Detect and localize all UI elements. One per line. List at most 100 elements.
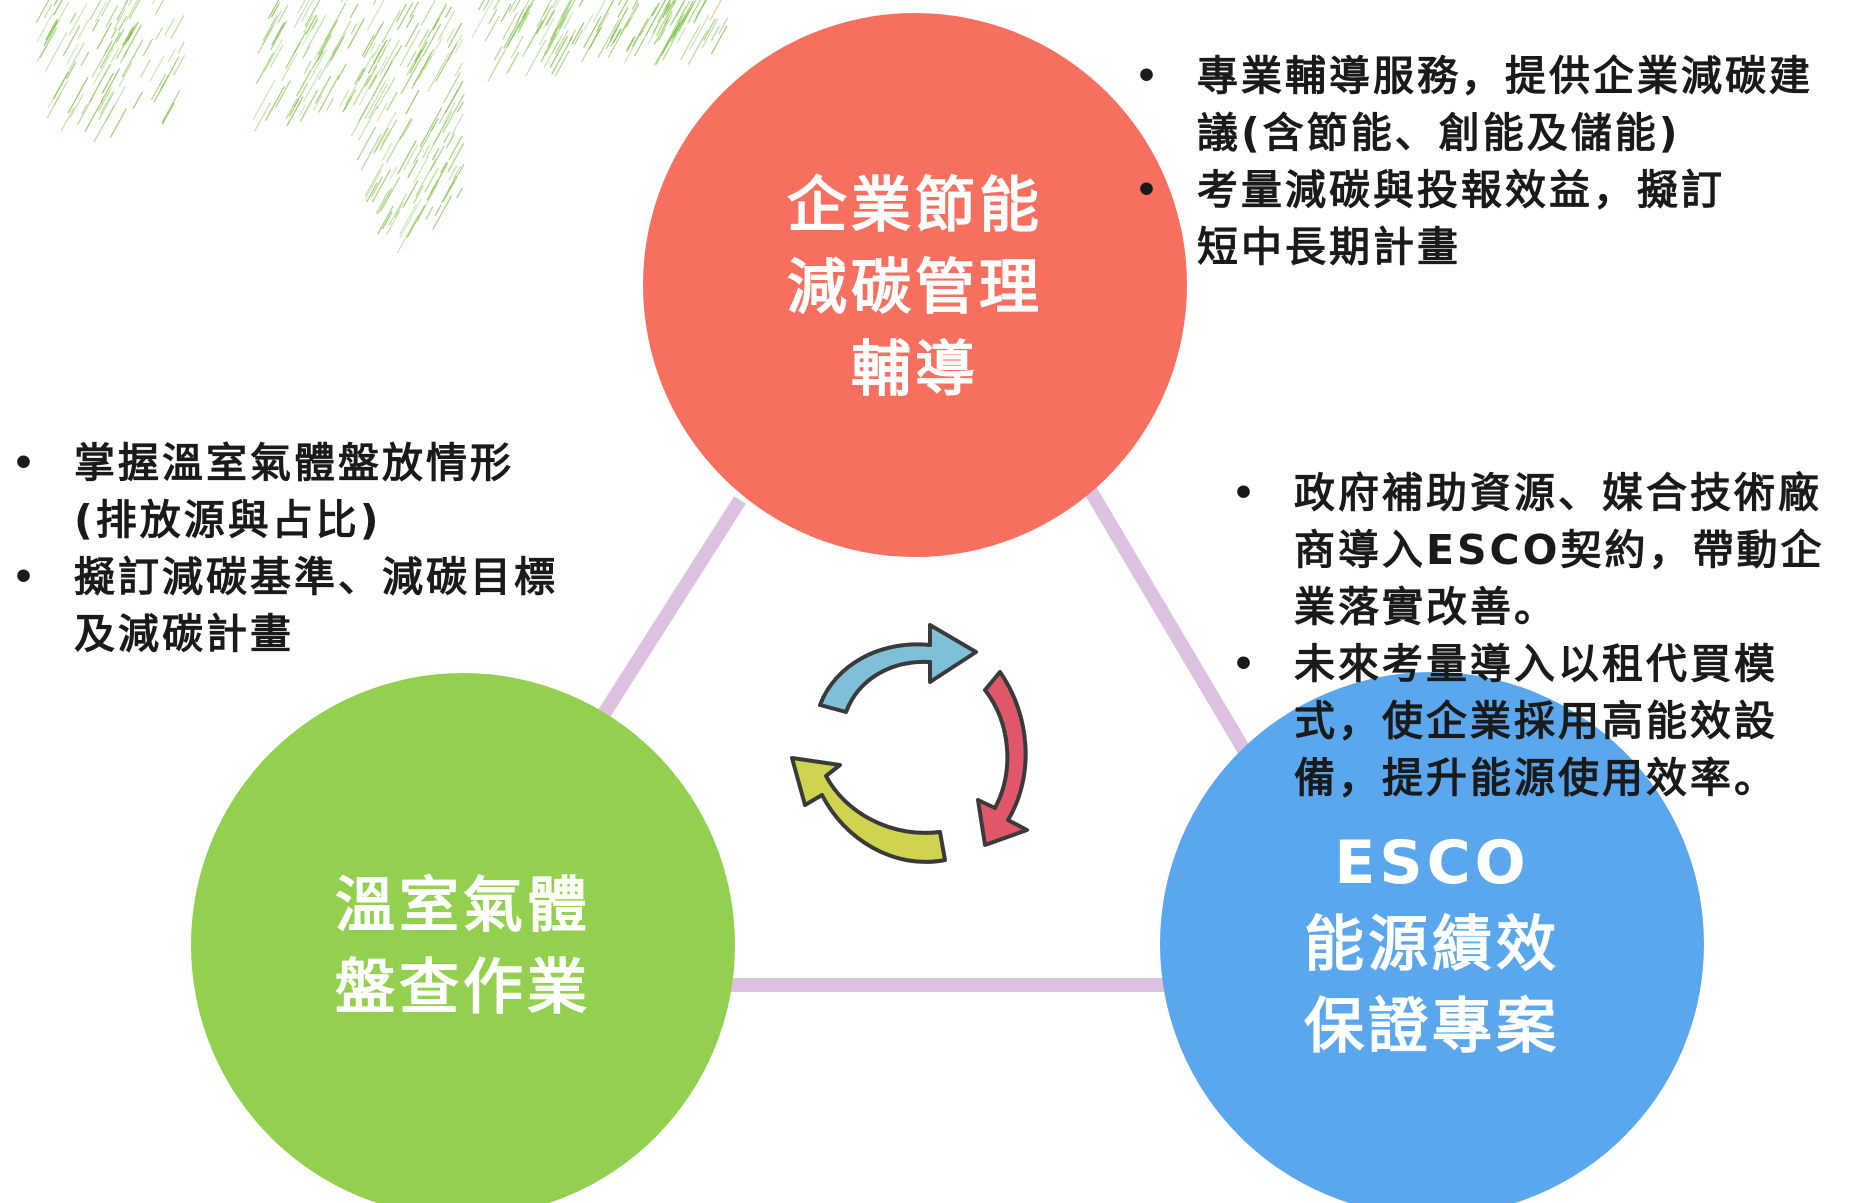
leaf-hatch-stroke bbox=[542, 0, 560, 30]
leaf-hatch-stroke bbox=[45, 18, 58, 40]
leaf-hatch-stroke bbox=[633, 37, 646, 57]
leaf-hatch-stroke bbox=[693, 0, 708, 24]
leaf-hatch-stroke bbox=[689, 14, 710, 51]
leaf-hatch-stroke bbox=[446, 28, 455, 42]
leaf-hatch-stroke bbox=[299, 89, 319, 122]
leaf-hatch-stroke bbox=[88, 63, 112, 103]
leaf-hatch-stroke bbox=[429, 179, 439, 194]
leaf-hatch-stroke bbox=[39, 27, 58, 59]
leaf-hatch-stroke bbox=[443, 131, 451, 144]
leaf-hatch-stroke bbox=[371, 169, 391, 203]
leaf-hatch-stroke bbox=[101, 73, 114, 94]
leaf-hatch-stroke bbox=[595, 0, 615, 32]
leaf-hatch-stroke bbox=[543, 33, 564, 68]
leaf-hatch-stroke bbox=[568, 29, 577, 42]
leaf-hatch-stroke bbox=[399, 203, 417, 235]
leaf-hatch-stroke bbox=[655, 1, 676, 36]
leaf-hatch-stroke bbox=[324, 2, 347, 41]
leaf-hatch-stroke bbox=[412, 125, 435, 164]
leaf-hatch-stroke bbox=[330, 36, 345, 61]
leaf-hatch-stroke bbox=[454, 62, 464, 77]
leaf-hatch-stroke bbox=[292, 41, 301, 55]
leaf-hatch-stroke bbox=[301, 17, 319, 46]
leaf-hatch-stroke bbox=[286, 96, 304, 127]
leaf-hatch-stroke bbox=[370, 60, 393, 100]
leaf-hatch-stroke bbox=[252, 79, 276, 120]
leaf-hatch-stroke bbox=[535, 5, 553, 35]
leaf-hatch-stroke bbox=[342, 96, 352, 113]
note-item: 專業輔導服務，提供企業減碳建議(含節能、創能及儲能) bbox=[1135, 48, 1815, 162]
leaf-hatch-stroke bbox=[267, 0, 280, 20]
leaf-hatch-stroke bbox=[543, 16, 566, 55]
leaf-hatch-stroke bbox=[625, 3, 640, 28]
leaf-hatch-stroke bbox=[397, 2, 414, 31]
leaf-hatch-stroke bbox=[369, 56, 388, 88]
leaf-hatch-stroke bbox=[375, 190, 390, 214]
leaf-hatch-stroke bbox=[522, 5, 530, 18]
leaf-hatch-stroke bbox=[377, 48, 386, 63]
leaf-hatch-stroke bbox=[121, 39, 144, 78]
leaf-hatch-stroke bbox=[149, 55, 165, 83]
leaf-hatch-stroke bbox=[297, 0, 306, 14]
leaf-hatch-stroke bbox=[652, 0, 672, 33]
leaf-hatch-stroke bbox=[605, 28, 618, 50]
leaf-hatch-stroke bbox=[364, 80, 387, 120]
leaf-hatch-stroke bbox=[97, 87, 112, 112]
node-title-right-line-2: 能源績效 bbox=[1304, 910, 1560, 980]
leaf-hatch-stroke bbox=[402, 118, 414, 137]
leaf-hatch-stroke bbox=[435, 43, 458, 82]
leaf-hatch-stroke bbox=[110, 48, 120, 63]
note-item: 掌握溫室氣體盤放情形(排放源與占比) bbox=[12, 435, 572, 549]
leaf-hatch-stroke bbox=[503, 21, 519, 49]
leaf-hatch-stroke bbox=[127, 21, 139, 42]
leaf-hatch-stroke bbox=[388, 193, 408, 227]
leaf-hatch-stroke bbox=[317, 46, 338, 81]
leaf-hatch-stroke bbox=[350, 23, 358, 35]
leaf-hatch-stroke bbox=[488, 8, 498, 25]
leaf-hatch-stroke bbox=[354, 67, 365, 85]
leaf-hatch-stroke bbox=[504, 21, 521, 51]
leaf-hatch-stroke bbox=[406, 50, 417, 68]
leaf-hatch-stroke bbox=[269, 44, 284, 68]
leaf-hatch-stroke bbox=[352, 74, 371, 106]
leaf-hatch-stroke bbox=[452, 166, 462, 180]
leaf-hatch-stroke bbox=[109, 108, 127, 138]
leaf-hatch-stroke bbox=[376, 102, 388, 122]
leaf-hatch-stroke bbox=[442, 72, 461, 104]
node-title-top-line-1: 企業節能 bbox=[787, 171, 1043, 241]
leaf-hatch-stroke bbox=[652, 2, 671, 35]
leaf-hatch-stroke bbox=[456, 101, 464, 113]
leaf-hatch-stroke bbox=[416, 182, 440, 222]
leaf-hatch-stroke bbox=[526, 19, 544, 50]
leaf-hatch-stroke bbox=[414, 48, 423, 63]
leaf-hatch-stroke bbox=[551, 41, 560, 55]
leaf-hatch-stroke bbox=[270, 4, 279, 18]
leaf-hatch-stroke bbox=[43, 4, 53, 19]
leaf-hatch-stroke bbox=[500, 3, 512, 23]
leaf-hatch-stroke bbox=[316, 50, 324, 62]
leaf-hatch-stroke bbox=[36, 37, 51, 63]
leaf-hatch-stroke bbox=[362, 53, 375, 73]
leaf-hatch-stroke bbox=[399, 29, 421, 67]
leaf-hatch-stroke bbox=[547, 7, 570, 47]
leaf-hatch-stroke bbox=[65, 61, 77, 80]
leaf-hatch-stroke bbox=[522, 0, 535, 21]
leaf-hatch-stroke bbox=[451, 113, 464, 136]
leaf-hatch-stroke bbox=[365, 182, 378, 203]
leaf-hatch-stroke bbox=[521, 20, 544, 58]
leaf-hatch-stroke bbox=[119, 49, 129, 64]
leaf-hatch-stroke bbox=[301, 0, 315, 22]
leaf-hatch-stroke bbox=[447, 22, 463, 48]
leaf-hatch-stroke bbox=[346, 0, 348, 1]
leaf-hatch-stroke bbox=[613, 28, 622, 44]
leaf-hatch-stroke bbox=[347, 18, 365, 49]
leaf-hatch-stroke bbox=[357, 67, 367, 82]
leaf-hatch-stroke bbox=[403, 144, 419, 171]
leaf-hatch-stroke bbox=[431, 147, 440, 161]
leaf-hatch-stroke bbox=[402, 180, 419, 208]
leaf-hatch-stroke bbox=[154, 0, 165, 16]
leaf-hatch-stroke bbox=[538, 16, 556, 46]
leaf-hatch-stroke bbox=[89, 0, 102, 21]
leaf-hatch-stroke bbox=[270, 20, 288, 51]
leaf-hatch-stroke bbox=[664, 0, 671, 10]
